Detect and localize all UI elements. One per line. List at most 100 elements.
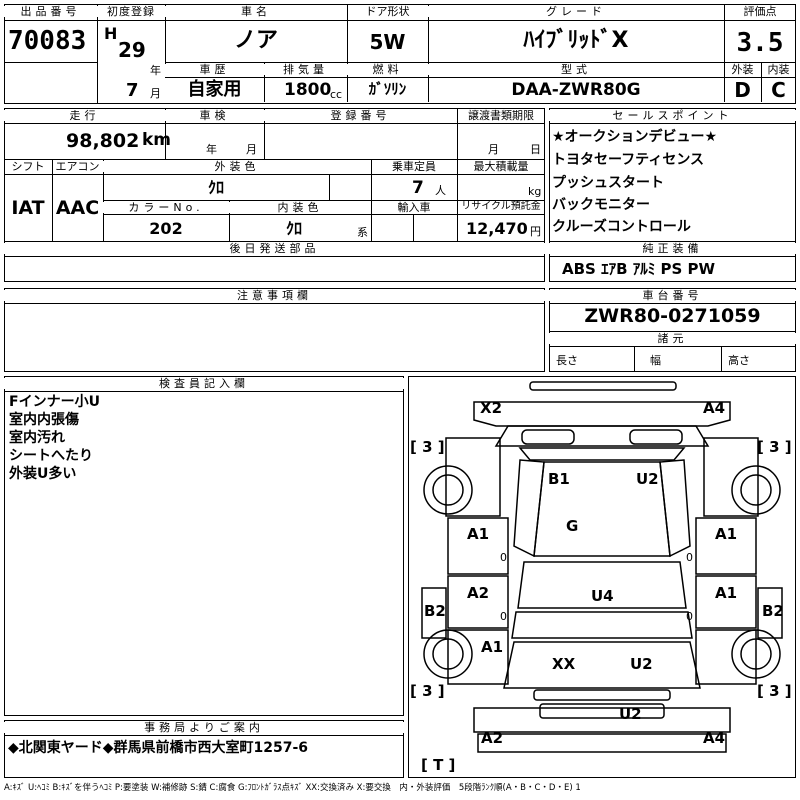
tire-front-right: [ 3 ] bbox=[757, 438, 792, 456]
damage-mark-right-quarter: B2 bbox=[762, 602, 784, 620]
sales-points-label: セールスポイント bbox=[549, 110, 796, 121]
shift-label: シフト bbox=[11, 160, 45, 173]
reg-era: H bbox=[104, 24, 118, 43]
ext-label: 外装 bbox=[731, 63, 754, 76]
recycle-unit: 円 bbox=[530, 225, 541, 238]
int-color-label: 内装色 bbox=[229, 202, 371, 213]
door-label: ドア形状 bbox=[365, 5, 410, 18]
reg-month: 7 bbox=[126, 80, 139, 101]
km-label: 走行 bbox=[4, 110, 165, 121]
length-label: 長さ bbox=[556, 354, 578, 367]
notes-block bbox=[4, 288, 545, 372]
damage-mark-rear-bumper-right: A4 bbox=[703, 729, 726, 747]
door-handle-mark: 0 bbox=[500, 551, 507, 564]
door-handle-mark: 0 bbox=[686, 551, 693, 564]
chassis-label: 車台番号 bbox=[549, 290, 796, 301]
reg-year-unit: 年 bbox=[150, 64, 161, 77]
seats-value: 7 bbox=[412, 178, 424, 198]
int-grade: C bbox=[771, 78, 786, 102]
load-label: 最大積載量 bbox=[473, 160, 529, 173]
cc-unit: cc bbox=[330, 88, 343, 101]
recycle-value: 12,470 bbox=[466, 219, 528, 238]
chassis-number: ZWR80-0271059 bbox=[584, 305, 761, 327]
ac-value: AAC bbox=[55, 197, 100, 219]
damage-mark-glass: G bbox=[566, 517, 579, 535]
damage-mark-front-bumper-left: X2 bbox=[480, 399, 503, 417]
inspector-note: 外装U多い bbox=[9, 466, 77, 482]
score-label: 評価点 bbox=[743, 5, 777, 18]
sales-point-item: ★オークションデビュー★ bbox=[552, 129, 718, 145]
damage-mark-roof: U4 bbox=[591, 587, 614, 605]
inspector-note: 室内汚れ bbox=[9, 430, 65, 446]
model-value: DAA-ZWR80G bbox=[511, 80, 641, 100]
ext-grade: D bbox=[734, 78, 751, 102]
import-label: 輸入車 bbox=[397, 201, 431, 214]
notes-label: 注意事項欄 bbox=[4, 290, 545, 301]
damage-mark-hood-left: B1 bbox=[548, 470, 570, 488]
history-value: 自家用 bbox=[187, 79, 242, 100]
sales-point-item: クルーズコントロール bbox=[552, 219, 691, 235]
color-no-value: 202 bbox=[149, 219, 183, 238]
plate-label: 登録番号 bbox=[264, 110, 457, 121]
transfer-day: 日 bbox=[530, 143, 541, 156]
reg-label: 初度登録 bbox=[97, 6, 165, 17]
name-value: ノア bbox=[233, 28, 278, 53]
fuel-label: 燃料 bbox=[347, 64, 428, 75]
recycle-label: リサイクル預託金 bbox=[461, 201, 541, 212]
damage-mark-front-bumper-right: A4 bbox=[703, 399, 726, 417]
ac-label: エアコン bbox=[55, 160, 100, 173]
lot-label: 出品番号 bbox=[4, 6, 97, 17]
reg-month-unit: 月 bbox=[150, 87, 161, 100]
damage-mark-hood-right: U2 bbox=[636, 470, 659, 488]
equipment-value: ABS ｴｱB ｱﾙﾐ PS PW bbox=[562, 260, 716, 278]
damage-mark-back-door-right: U2 bbox=[630, 655, 653, 673]
cc-label: 排気量 bbox=[264, 64, 347, 75]
seats-label: 乗車定員 bbox=[392, 160, 436, 173]
sales-point-item: トヨタセーフティセンス bbox=[552, 152, 705, 168]
damage-legend: A:ｷｽﾞ U:ﾍｺﾐ B:ｷｽﾞを伴うﾍｺﾐ P:要塗装 W:補修跡 S:錆 … bbox=[4, 783, 581, 793]
fuel-value: ｶﾞｿﾘﾝ bbox=[368, 80, 407, 98]
damage-mark-left-rear-fender: A1 bbox=[481, 638, 504, 656]
inspect-label: 車検 bbox=[165, 110, 264, 121]
chassis-block bbox=[549, 288, 796, 372]
tire-spare: [ T ] bbox=[421, 756, 456, 774]
cc-value: 1800 bbox=[284, 80, 332, 100]
seats-unit: 人 bbox=[435, 184, 446, 197]
damage-mark-left-front-door: A1 bbox=[467, 525, 490, 543]
door-handle-mark: 0 bbox=[500, 610, 507, 623]
transfer-month: 月 bbox=[488, 143, 499, 156]
color-value: ｸﾛ bbox=[207, 178, 224, 197]
reg-year: 29 bbox=[118, 38, 146, 62]
sales-point-item: プッシュスタート bbox=[552, 175, 664, 191]
office-label: 事務局よりご案内 bbox=[4, 722, 404, 733]
inspector-note: シートへたり bbox=[9, 448, 93, 464]
damage-mark-back-door-left: XX bbox=[552, 655, 576, 673]
km-value: 98,802 bbox=[66, 130, 140, 152]
grade-label: グレード bbox=[428, 6, 724, 17]
load-unit: kg bbox=[528, 185, 542, 198]
damage-mark-rear-bumper: U2 bbox=[619, 705, 642, 723]
damage-mark-right-front-door: A1 bbox=[715, 525, 738, 543]
int-label: 内装 bbox=[767, 63, 790, 76]
width-label: 幅 bbox=[650, 354, 661, 367]
inspector-note: Fインナー小U bbox=[9, 394, 100, 410]
score-value: 3.5 bbox=[736, 28, 784, 58]
inspector-block bbox=[4, 376, 404, 716]
transfer-label: 譲渡書類期限 bbox=[468, 109, 534, 122]
color-label: 外装色 bbox=[103, 161, 371, 172]
later-parts-label: 後日発送部品 bbox=[4, 243, 545, 254]
tire-rear-right: [ 3 ] bbox=[757, 682, 792, 700]
inspector-label: 検査員記入欄 bbox=[4, 378, 404, 389]
color-no-label: カラーNo. bbox=[103, 202, 229, 213]
sales-point-item: バックモニター bbox=[552, 197, 650, 213]
inspector-note: 室内内張傷 bbox=[9, 412, 79, 428]
damage-mark-right-rear-door: A1 bbox=[715, 584, 738, 602]
door-value: 5W bbox=[369, 30, 406, 54]
tire-front-left: [ 3 ] bbox=[410, 438, 445, 456]
name-label: 車名 bbox=[165, 6, 347, 17]
equipment-label: 純正装備 bbox=[549, 243, 796, 254]
shift-value: IAT bbox=[11, 197, 45, 219]
dims-label: 諸元 bbox=[549, 333, 796, 344]
damage-mark-rear-bumper-left: A2 bbox=[481, 729, 504, 747]
inspect-year: 年 bbox=[206, 143, 217, 156]
